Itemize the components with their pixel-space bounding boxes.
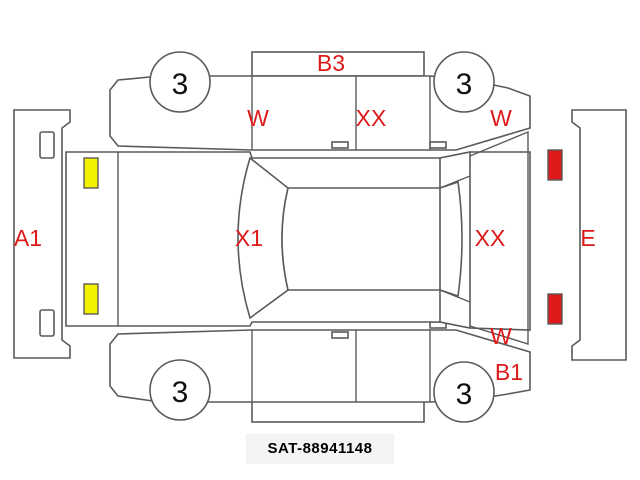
rear-bumper [571, 109, 627, 361]
mark-w-bottom-right: W [490, 323, 512, 349]
front-lamp-bottom [83, 283, 99, 315]
wheel-front-top: 3 [149, 51, 211, 113]
mark-a1: A1 [14, 225, 42, 251]
rear-lamp-bottom [547, 293, 563, 325]
wheel-front-bottom: 3 [149, 359, 211, 421]
mark-w-top-left: W [247, 105, 269, 131]
mark-xx-rear: XX [475, 225, 506, 251]
mark-w-top-right: W [490, 105, 512, 131]
mark-x1: X1 [235, 225, 263, 251]
mark-e: E [580, 225, 595, 251]
wheel-rear-top: 3 [433, 51, 495, 113]
vehicle-body [65, 130, 531, 345]
side-panel-top [109, 75, 531, 151]
wheel-rating: 3 [456, 378, 473, 411]
front-bumper [13, 109, 71, 359]
top-strip [251, 51, 425, 77]
mark-b3: B3 [317, 50, 345, 76]
wheel-rear-bottom: 3 [433, 361, 495, 423]
mark-b1: B1 [495, 359, 523, 385]
stock-code-label: SAT-88941148 [246, 434, 394, 464]
wheel-rating: 3 [172, 68, 189, 101]
wheel-rating: 3 [456, 68, 473, 101]
wheel-rating: 3 [172, 376, 189, 409]
mark-xx-roof: XX [356, 105, 387, 131]
rear-lamp-top [547, 149, 563, 181]
front-lamp-top [83, 157, 99, 189]
